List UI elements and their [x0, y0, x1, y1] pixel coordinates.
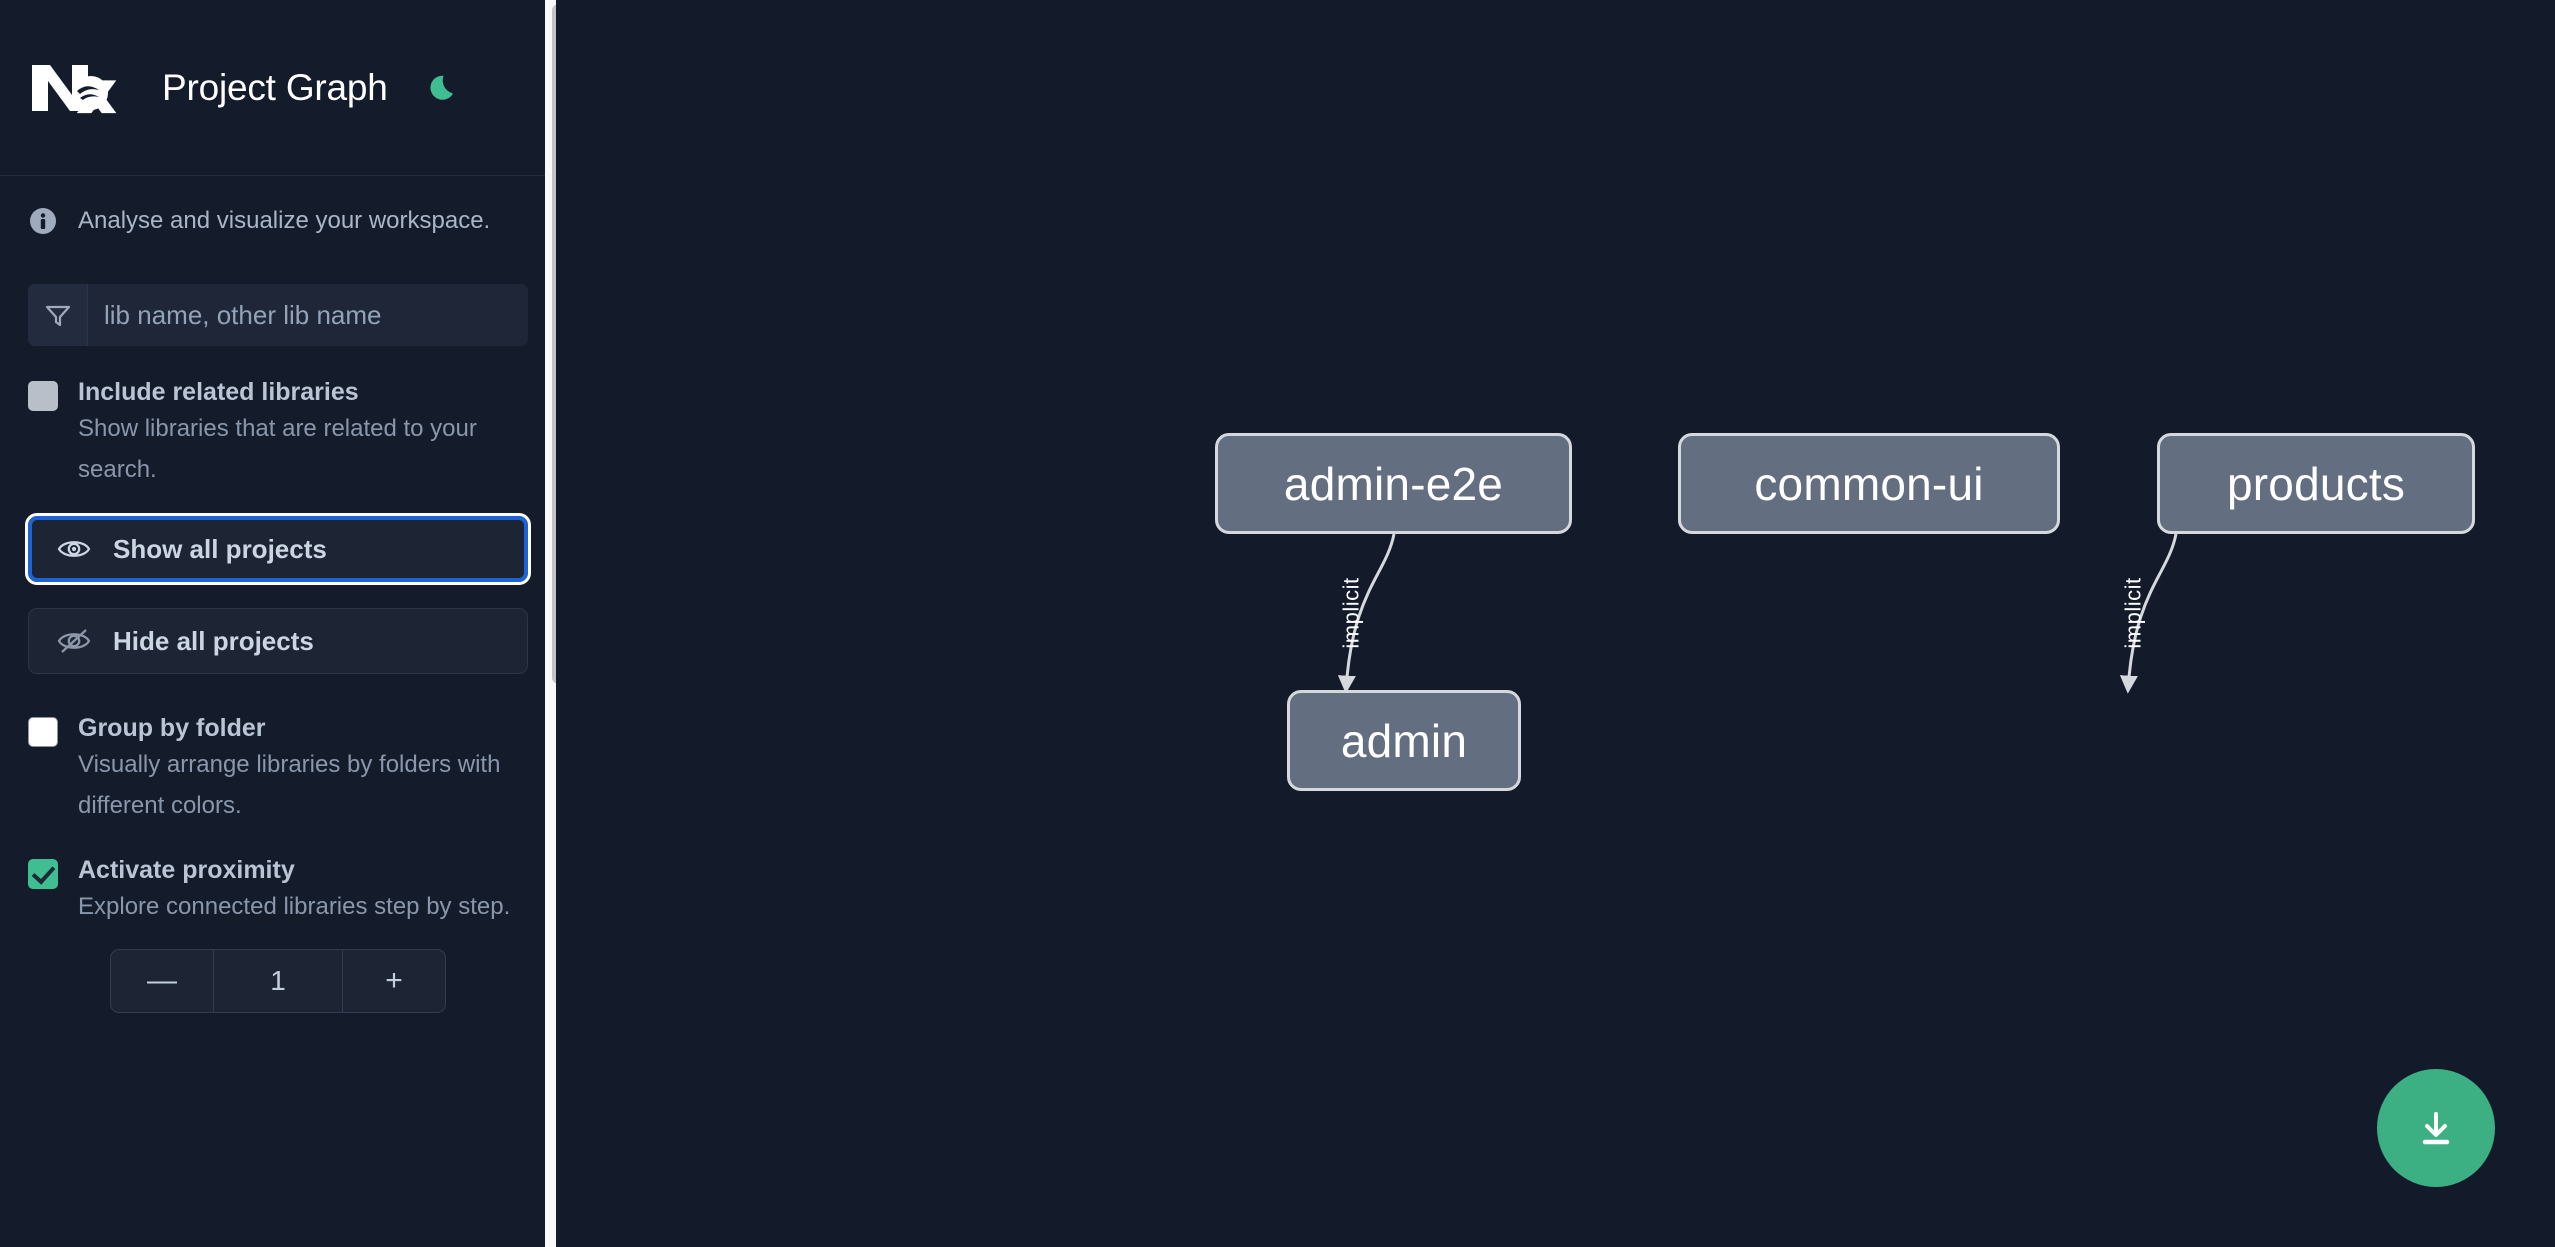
- sidebar-scrollbar-thumb[interactable]: [552, 4, 556, 684]
- sidebar-scrollbar[interactable]: [545, 0, 556, 1247]
- intro-text: Analyse and visualize your workspace.: [78, 207, 491, 234]
- proximity-decrement-button[interactable]: —: [147, 964, 177, 997]
- proximity-value[interactable]: 1: [213, 950, 343, 1012]
- option-title: Group by folder: [78, 714, 266, 742]
- nx-logo-icon: [28, 57, 120, 119]
- hide-all-projects-button[interactable]: Hide all projects: [28, 608, 528, 674]
- search-box: [28, 284, 528, 346]
- eye-slash-icon: [57, 624, 91, 658]
- option-activate-proximity[interactable]: Activate proximity Explore connected lib…: [0, 854, 556, 927]
- show-all-projects-label: Show all projects: [113, 533, 327, 564]
- graph-node-common-ui[interactable]: common-ui: [1678, 433, 2060, 534]
- option-include-related-libraries[interactable]: Include related libraries Show libraries…: [0, 376, 556, 490]
- option-description: Explore connected libraries step by step…: [78, 893, 511, 920]
- option-title: Activate proximity: [78, 856, 295, 884]
- include-related-checkbox[interactable]: [28, 381, 58, 411]
- option-description: Show libraries that are related to your …: [78, 415, 477, 483]
- proximity-increment-button[interactable]: +: [385, 964, 403, 997]
- graph-edges: [1337, 533, 2178, 694]
- app-header: Project Graph: [0, 0, 556, 176]
- hide-all-projects-label: Hide all projects: [113, 625, 314, 656]
- graph-node-admin[interactable]: admin: [1287, 690, 1521, 791]
- search-input[interactable]: [88, 284, 528, 346]
- option-texts: Include related libraries Show libraries…: [78, 376, 528, 490]
- show-all-projects-button[interactable]: Show all projects: [25, 513, 531, 585]
- intro-row: Analyse and visualize your workspace.: [0, 176, 556, 266]
- sidebar-content: Project Graph Analyse and visualize yo: [0, 0, 556, 1247]
- option-texts: Activate proximity Explore connected lib…: [78, 854, 510, 927]
- download-icon: [2422, 1112, 2450, 1145]
- info-icon: [28, 206, 58, 236]
- proximity-stepper: — 1 +: [110, 949, 446, 1013]
- sidebar: Project Graph Analyse and visualize yo: [0, 0, 556, 1247]
- option-group-by-folder[interactable]: Group by folder Visually arrange librari…: [0, 712, 556, 826]
- option-title: Include related libraries: [78, 378, 359, 406]
- graph-canvas[interactable]: implicit implicit admin-e2e common-ui pr…: [556, 0, 2555, 1247]
- download-graph-button[interactable]: [2377, 1069, 2495, 1187]
- activate-proximity-checkbox[interactable]: [28, 859, 58, 889]
- option-description: Visually arrange libraries by folders wi…: [78, 751, 501, 819]
- edge-label-implicit-store: implicit: [2120, 577, 2146, 649]
- page-title: Project Graph: [162, 66, 388, 108]
- graph-node-admin-e2e[interactable]: admin-e2e: [1215, 433, 1572, 534]
- option-texts: Group by folder Visually arrange librari…: [78, 712, 528, 826]
- graph-node-products[interactable]: products: [2157, 433, 2475, 534]
- eye-icon: [57, 532, 91, 566]
- filter-icon[interactable]: [28, 284, 88, 346]
- edge-label-implicit-admin: implicit: [1338, 577, 1364, 649]
- group-by-folder-checkbox[interactable]: [28, 717, 58, 747]
- moon-icon[interactable]: [424, 67, 466, 109]
